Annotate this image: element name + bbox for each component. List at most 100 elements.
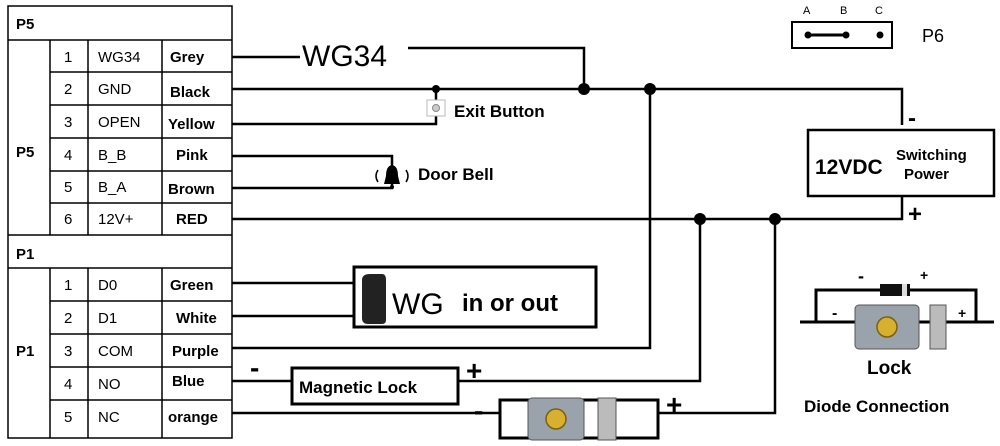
junction-dot (432, 85, 440, 93)
pin-number: 4 (64, 376, 72, 393)
pin-number: 1 (64, 49, 72, 66)
p5-group-label: P5 (16, 144, 34, 161)
p6-pin-c: C (875, 5, 883, 17)
pin-signal: COM (98, 343, 133, 360)
lock-plus: + (666, 389, 682, 420)
junction-dot (694, 213, 706, 225)
wg-reader-box (352, 265, 598, 329)
wg-box-wg: WG (392, 288, 444, 321)
pin-number: 3 (64, 343, 72, 360)
p6-pin-dot (876, 31, 884, 39)
p6-jumper: A B C P6 (791, 5, 944, 49)
junction-dot (578, 83, 590, 95)
diode-plus: + (920, 267, 928, 283)
power-plus: + (908, 201, 922, 228)
wire-maglock-plus (458, 219, 702, 383)
card-reader-icon (362, 274, 386, 324)
mag-minus: - (250, 352, 259, 383)
exit-button: Exit Button (426, 99, 545, 121)
wire-color: Black (170, 84, 211, 101)
pin-signal: B_A (98, 179, 126, 196)
lock-strike-icon (597, 397, 617, 441)
lock-inner-plus: + (958, 305, 966, 321)
lock-cylinder-icon (545, 408, 567, 430)
diode-connection: - + - + Lock Diode Connection (800, 266, 994, 416)
mag-plus: + (466, 355, 482, 386)
pin-signal: D0 (98, 277, 117, 294)
wire-color: Blue (172, 373, 205, 390)
pin-signal: GND (98, 81, 132, 98)
wire-color: RED (176, 211, 208, 228)
exit-button-label: Exit Button (454, 102, 545, 121)
p1-group-label: P1 (16, 343, 34, 360)
bell-clapper-icon (390, 185, 394, 189)
pin-signal: B_B (98, 147, 126, 164)
power-minus: - (908, 105, 916, 132)
wire-color: Purple (172, 343, 219, 360)
wire-brown (232, 180, 394, 190)
p5-header: P5 (16, 16, 34, 33)
p1-rows: 1 D0 Green 2 D1 White 3 COM Purple 4 NO … (64, 277, 219, 426)
diode-band-icon (902, 284, 907, 296)
power-line2: Power (904, 166, 949, 183)
wire-purple-com (232, 89, 652, 350)
pin-signal: NO (98, 376, 121, 393)
wire-color: Brown (168, 181, 215, 198)
wire-color: Pink (176, 147, 208, 164)
pin-signal: 12V+ (98, 211, 134, 228)
magnetic-lock: Magnetic Lock - + (250, 352, 482, 406)
door-bell: Door Bell (375, 165, 494, 189)
p6-title: P6 (922, 26, 944, 46)
wg-reader: WG in or out (352, 265, 598, 329)
lock-inner-minus: - (832, 305, 837, 322)
pin-number: 2 (64, 310, 72, 327)
p1-header: P1 (16, 246, 34, 263)
pin-signal: OPEN (98, 114, 141, 131)
junctions (432, 83, 781, 225)
pin-number: 2 (64, 81, 72, 98)
lock-cylinder-icon (876, 316, 898, 338)
junction-dot (769, 213, 781, 225)
diode-wire-left (814, 288, 880, 322)
power-supply: 12VDC Switching Power - + (806, 105, 996, 228)
pin-number: 5 (64, 409, 72, 426)
lock-label: Lock (867, 358, 912, 379)
lock-strike-icon (929, 304, 947, 350)
power-line1: Switching (896, 147, 967, 164)
wire-pink (232, 154, 394, 168)
p6-pin-b: B (840, 5, 847, 17)
junction-dot (644, 83, 656, 95)
wire-color: Yellow (168, 116, 215, 133)
pin-number: 5 (64, 179, 72, 196)
pin-number: 3 (64, 114, 72, 131)
bell-wave-icon (375, 169, 379, 183)
power-voltage: 12VDC (815, 156, 883, 179)
pinout-table (7, 5, 233, 439)
exit-button-knob-icon (432, 104, 440, 112)
bell-wave-icon (405, 169, 409, 183)
bell-icon (384, 165, 400, 184)
diode-connection-label: Diode Connection (804, 397, 949, 416)
electric-lock: - + (474, 389, 682, 441)
wire-black-gnd (232, 87, 904, 125)
wg34-label: WG34 (302, 40, 387, 73)
magnetic-lock-box (290, 366, 460, 406)
lock-minus: - (474, 395, 483, 426)
wg-box-text: in or out (462, 290, 558, 317)
wire-color: Green (170, 277, 213, 294)
door-bell-label: Door Bell (418, 165, 494, 184)
pin-number: 6 (64, 211, 72, 228)
pin-signal: D1 (98, 310, 117, 327)
pin-number: 1 (64, 277, 72, 294)
wire-grey-wg34-right (408, 46, 586, 88)
wire-color: orange (168, 409, 218, 426)
pin-signal: NC (98, 409, 120, 426)
wire-color: White (176, 310, 217, 327)
wire-lock-plus (658, 219, 777, 415)
power-supply-box (806, 128, 996, 198)
pin-number: 4 (64, 147, 72, 164)
p6-pin-a: A (803, 5, 811, 17)
p5-rows: 1 WG34 Grey 2 GND Black 3 OPEN Yellow 4 … (64, 49, 215, 228)
diode-minus: - (858, 266, 864, 286)
wire-color: Grey (170, 49, 205, 66)
